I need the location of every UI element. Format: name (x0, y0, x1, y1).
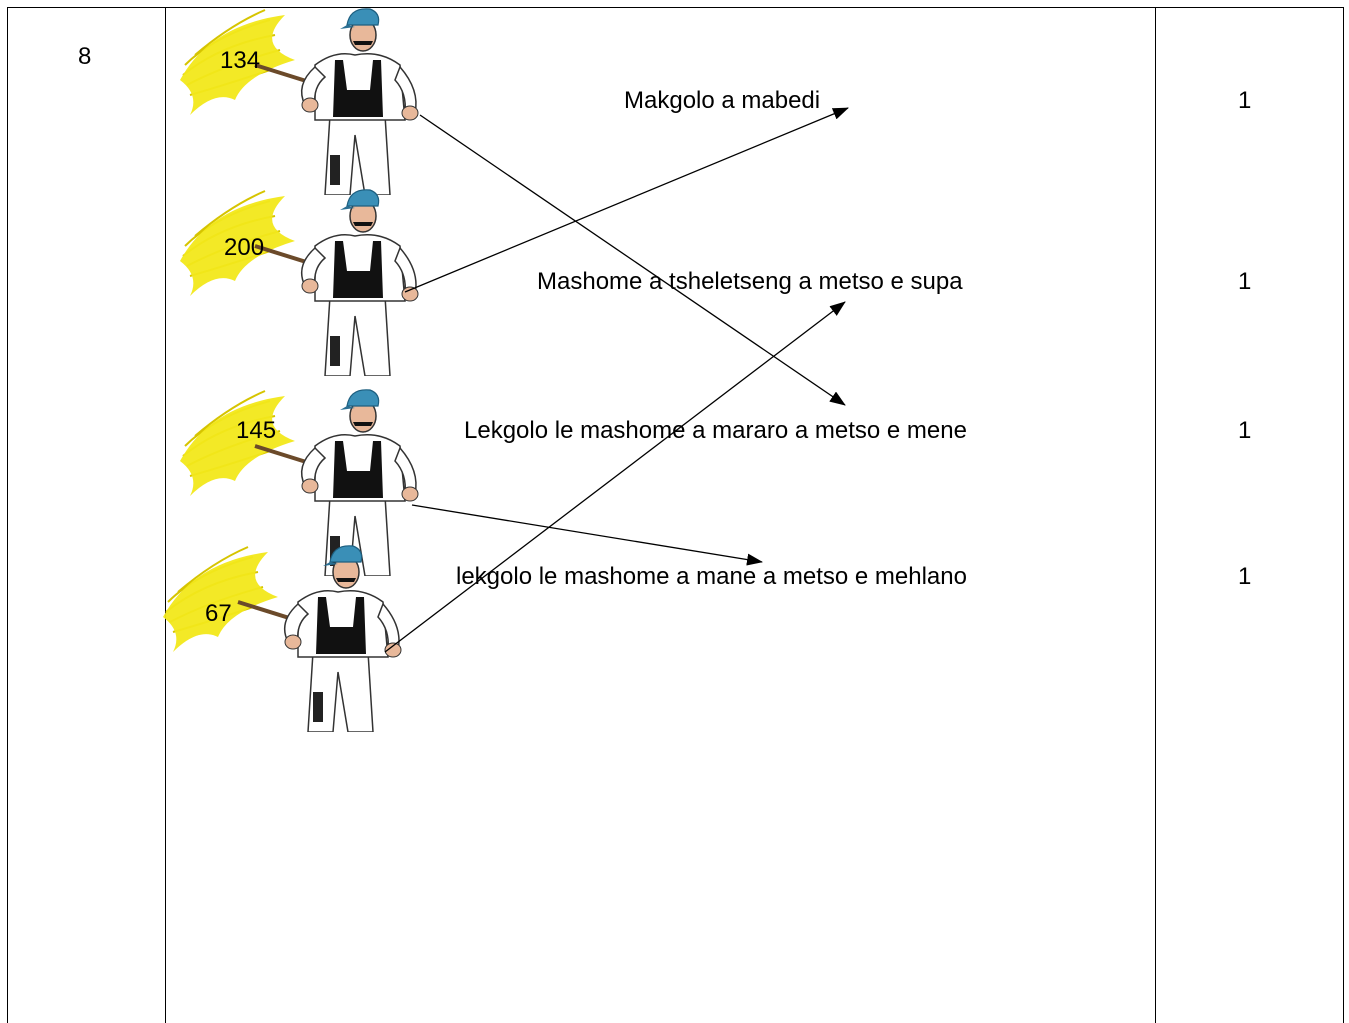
phrase-2: Mashome a tsheletseng a metso e supa (537, 268, 963, 295)
arrow-67 (384, 301, 846, 653)
question-number: 8 (78, 43, 92, 70)
phrase-1: Makgolo a mabedi (624, 87, 821, 114)
figure-number-2: 200 (224, 234, 265, 261)
arrow-145 (411, 504, 763, 566)
column-divider-1 (165, 7, 166, 1023)
mark-2: 1 (1238, 268, 1252, 295)
arrow-134 (419, 114, 846, 406)
table-right-border (1343, 7, 1344, 1023)
table-left-border (7, 7, 8, 1023)
mark-1: 1 (1238, 87, 1252, 114)
phrase-4: lekgolo le mashome a mane a metso e mehl… (456, 563, 967, 590)
figure-number-1: 134 (220, 47, 261, 74)
mark-3: 1 (1238, 417, 1252, 444)
table-top-border (7, 7, 1344, 8)
mark-4: 1 (1238, 563, 1252, 590)
figure-number-4: 67 (205, 600, 232, 627)
column-divider-2 (1155, 7, 1156, 1023)
phrase-3: Lekgolo le mashome a mararo a metso e me… (464, 417, 967, 444)
arrow-200 (404, 107, 849, 293)
figure-number-3: 145 (236, 417, 277, 444)
